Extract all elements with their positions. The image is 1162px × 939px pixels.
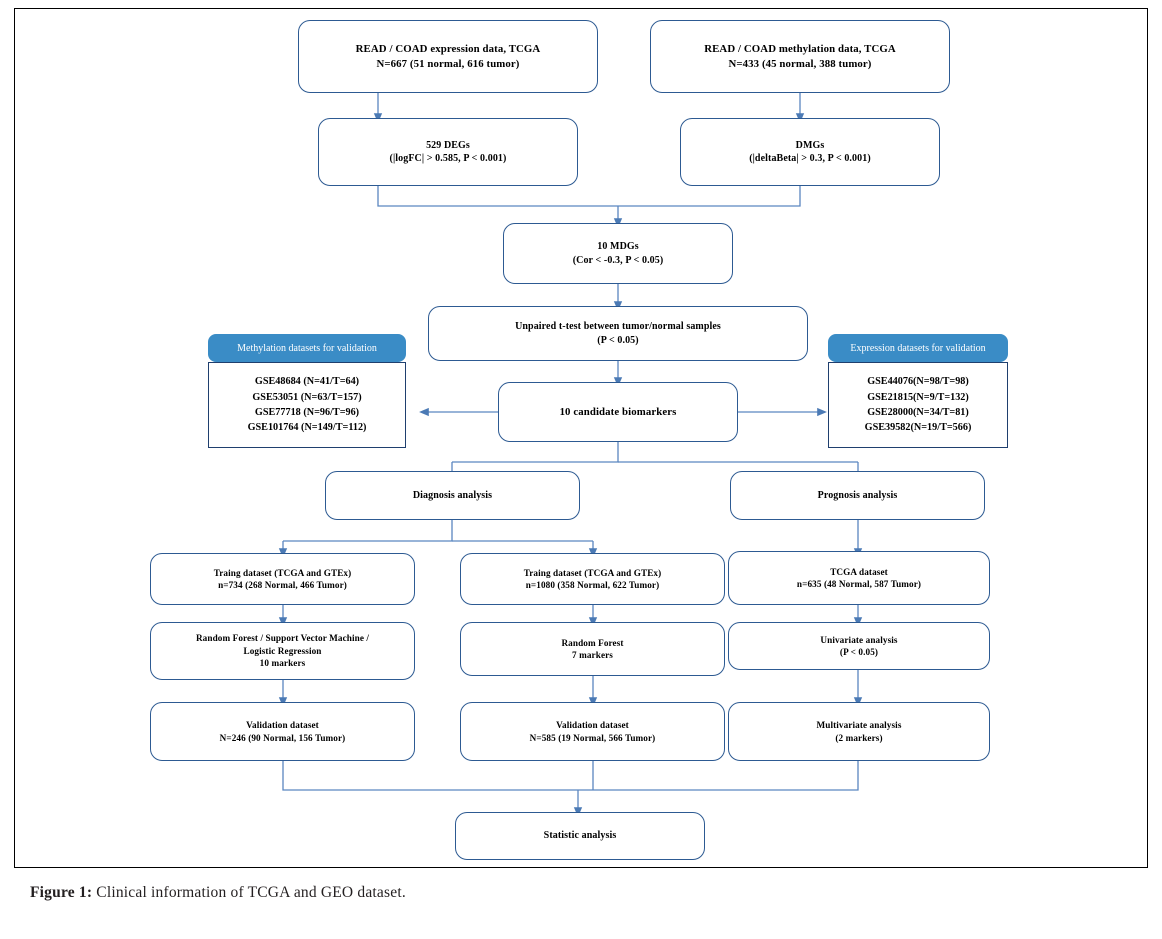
node-line: n=1080 (358 Normal, 622 Tumor) xyxy=(525,580,660,590)
node-ml-models-1: Random Forest / Support Vector Machine /… xyxy=(150,622,415,680)
node-line: Multivariate analysis xyxy=(816,720,902,731)
node-training-dataset-2: Traing dataset (TCGA and GTEx) n=1080 (3… xyxy=(460,553,725,605)
node-methylation-data: READ / COAD methylation data, TCGA N=433… xyxy=(650,20,950,93)
node-validation-dataset-2: Validation dataset N=585 (19 Normal, 566… xyxy=(460,702,725,761)
node-univariate-analysis: Univariate analysis (P < 0.05) xyxy=(728,622,990,670)
node-ml-models-2: Random Forest 7 markers xyxy=(460,622,725,676)
node-line: Statistic analysis xyxy=(543,830,617,842)
panel-item: GSE53051 (N=63/T=157) xyxy=(252,391,362,403)
node-line: Validation dataset xyxy=(246,720,319,731)
node-expression-data: READ / COAD expression data, TCGA N=667 … xyxy=(298,20,598,93)
panel-header-expression: Expression datasets for validation xyxy=(828,334,1008,362)
node-line: 7 markers xyxy=(572,650,613,660)
node-line: (P < 0.05) xyxy=(839,647,879,657)
node-line: Validation dataset xyxy=(556,720,629,731)
node-line: Random Forest / Support Vector Machine / xyxy=(195,633,370,644)
panel-body-expression: GSE44076(N=98/T=98) GSE21815(N=9/T=132) … xyxy=(828,362,1008,448)
panel-item: GSE48684 (N=41/T=64) xyxy=(254,376,360,388)
node-line: Traing dataset (TCGA and GTEx) xyxy=(523,567,662,578)
node-statistic-analysis: Statistic analysis xyxy=(455,812,705,860)
node-line: 10 markers xyxy=(259,658,306,669)
node-line: DMGs xyxy=(795,139,825,151)
node-mdgs: 10 MDGs (Cor < -0.3, P < 0.05) xyxy=(503,223,733,284)
node-line: Traing dataset (TCGA and GTEx) xyxy=(213,567,352,578)
node-line: (P < 0.05) xyxy=(597,334,639,346)
node-line: N=246 (90 Normal, 156 Tumor) xyxy=(219,732,346,743)
panel-item: GSE21815(N=9/T=132) xyxy=(867,391,969,403)
node-line: 10 MDGs xyxy=(597,241,639,252)
node-line: Logistic Regression xyxy=(243,645,322,656)
panel-item: GSE39582(N=19/T=566) xyxy=(864,422,972,434)
node-line: TCGA dataset xyxy=(830,566,888,577)
node-validation-dataset-1: Validation dataset N=246 (90 Normal, 156… xyxy=(150,702,415,761)
panel-expression-validation: Expression datasets for validation GSE44… xyxy=(828,334,1008,448)
node-line: Diagnosis analysis xyxy=(412,489,493,501)
node-line: Unpaired t-test between tumor/normal sam… xyxy=(515,321,721,332)
node-dmgs: DMGs (|deltaBeta| > 0.3, P < 0.001) xyxy=(680,118,940,186)
node-line: (|deltaBeta| > 0.3, P < 0.001) xyxy=(749,153,871,164)
node-line: READ / COAD methylation data, TCGA xyxy=(704,42,896,55)
panel-header-methylation: Methylation datasets for validation xyxy=(208,334,406,362)
node-line: 529 DEGs xyxy=(426,139,470,151)
node-line: Univariate analysis xyxy=(820,634,898,645)
node-line: READ / COAD expression data, TCGA xyxy=(355,42,541,55)
caption-text: Clinical information of TCGA and GEO dat… xyxy=(92,884,406,901)
panel-item: GSE77718 (N=96/T=96) xyxy=(254,407,360,418)
node-line: (Cor < -0.3, P < 0.05) xyxy=(572,254,664,266)
node-candidate-biomarkers: 10 candidate biomarkers xyxy=(498,382,738,442)
node-line: Prognosis analysis xyxy=(817,489,898,501)
figure-caption: Figure 1: Clinical information of TCGA a… xyxy=(30,884,406,902)
node-line: N=667 (51 normal, 616 tumor) xyxy=(376,57,520,70)
node-line: 10 candidate biomarkers xyxy=(559,405,677,418)
panel-body-methylation: GSE48684 (N=41/T=64) GSE53051 (N=63/T=15… xyxy=(208,362,406,448)
node-unpaired-ttest: Unpaired t-test between tumor/normal sam… xyxy=(428,306,808,361)
node-training-dataset-1: Traing dataset (TCGA and GTEx) n=734 (26… xyxy=(150,553,415,605)
node-line: n=635 (48 Normal, 587 Tumor) xyxy=(796,579,922,589)
node-line: N=585 (19 Normal, 566 Tumor) xyxy=(529,732,656,743)
node-line: (|logFC| > 0.585, P < 0.001) xyxy=(389,153,507,164)
node-multivariate-analysis: Multivariate analysis (2 markers) xyxy=(728,702,990,761)
panel-item: GSE28000(N=34/T=81) xyxy=(867,407,969,418)
caption-label: Figure 1: xyxy=(30,884,93,901)
node-line: Random Forest xyxy=(561,637,624,648)
node-line: N=433 (45 normal, 388 tumor) xyxy=(728,57,872,70)
node-degs: 529 DEGs (|logFC| > 0.585, P < 0.001) xyxy=(318,118,578,186)
node-line: n=734 (268 Normal, 466 Tumor) xyxy=(218,580,347,590)
panel-item: GSE101764 (N=149/T=112) xyxy=(247,422,367,434)
node-prognosis-analysis: Prognosis analysis xyxy=(730,471,985,520)
node-diagnosis-analysis: Diagnosis analysis xyxy=(325,471,580,520)
node-line: (2 markers) xyxy=(835,732,883,743)
panel-item: GSE44076(N=98/T=98) xyxy=(867,376,969,388)
node-tcga-dataset: TCGA dataset n=635 (48 Normal, 587 Tumor… xyxy=(728,551,990,605)
panel-methylation-validation: Methylation datasets for validation GSE4… xyxy=(208,334,406,448)
